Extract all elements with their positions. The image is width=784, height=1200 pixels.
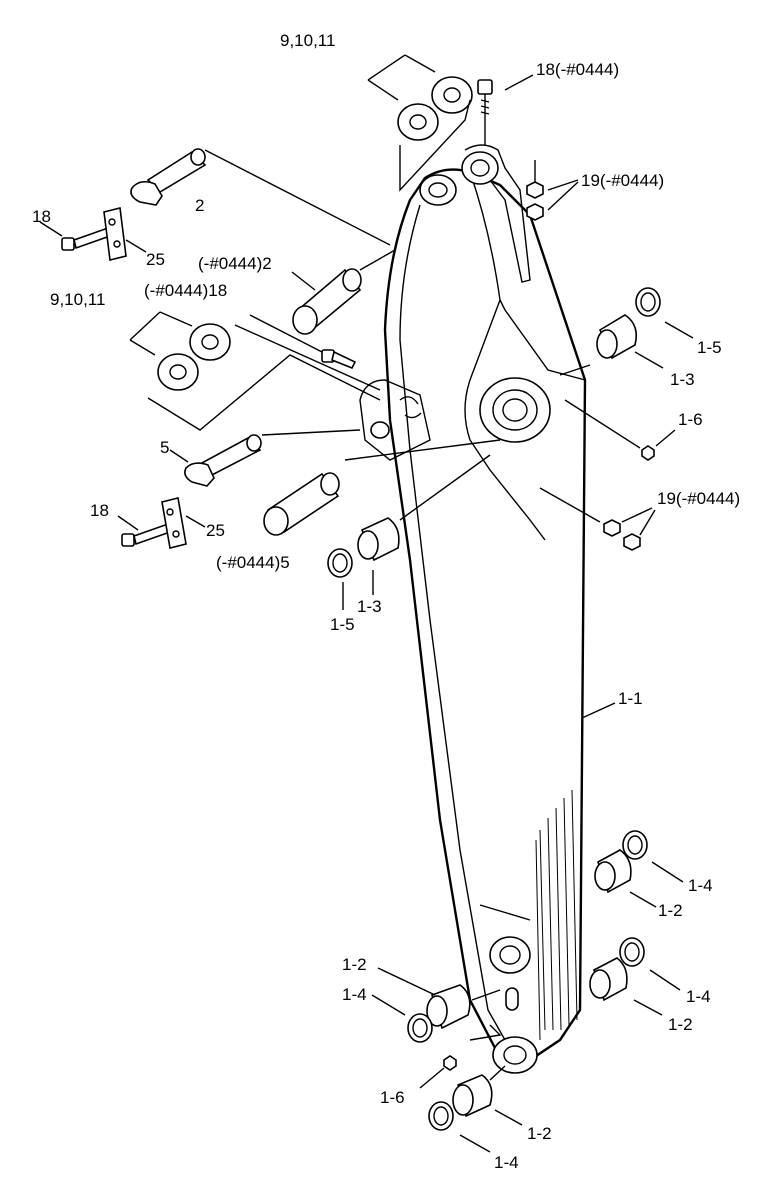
label-mid-nuts: 19(-#0444) xyxy=(657,489,740,508)
fitting-1-6-bottom xyxy=(419,1055,457,1089)
right-lower-bushings-lower xyxy=(589,937,681,1016)
bolt-18-alt xyxy=(249,314,357,370)
left-lower-bushings xyxy=(371,967,501,1043)
pin-2-alt xyxy=(291,249,396,335)
label-bushing-1-2-right-upper: 1-2 xyxy=(658,901,683,920)
label-ring-1-4-bottom: 1-4 xyxy=(494,1153,519,1172)
label-bushing-1-5-left: 1-5 xyxy=(330,615,355,634)
label-ring-1-4-right-lower: 1-4 xyxy=(686,987,711,1006)
bottom-bushings xyxy=(428,1065,523,1153)
label-plate-25-lower: 25 xyxy=(206,521,225,540)
right-upper-bushings xyxy=(559,287,694,376)
boom-leader xyxy=(581,702,616,719)
lower-bolt-plate xyxy=(117,497,206,549)
label-plate-25-upper: 25 xyxy=(146,250,165,269)
label-bolt-18-lower: 18 xyxy=(90,501,109,520)
right-lower-bushings-upper xyxy=(594,830,684,908)
label-pin-2-alt: (-#0444)2 xyxy=(198,254,272,273)
label-left-washers: 9,10,11 xyxy=(50,290,105,309)
label-bolt-18-upper: 18 xyxy=(32,207,51,226)
label-top-bolt: 18(-#0444) xyxy=(536,60,619,79)
label-fitting-1-6-right: 1-6 xyxy=(678,410,703,429)
label-bushing-1-2-left: 1-2 xyxy=(342,955,367,974)
label-ring-1-4-left: 1-4 xyxy=(342,985,367,1004)
top-washers xyxy=(367,54,473,192)
top-nuts xyxy=(526,160,579,221)
label-pin-2: 2 xyxy=(195,196,204,215)
left-washers xyxy=(129,311,381,431)
label-bushing-1-3-right: 1-3 xyxy=(670,370,695,389)
top-bolt xyxy=(477,74,534,145)
label-bushing-1-2-bottom: 1-2 xyxy=(527,1124,552,1143)
left-bushings xyxy=(327,454,491,610)
pin-5-alt xyxy=(263,439,501,536)
label-boom-1-1: 1-1 xyxy=(618,689,643,708)
label-bushing-1-5-right: 1-5 xyxy=(697,338,722,357)
label-ring-1-4-right-upper: 1-4 xyxy=(688,876,713,895)
label-pin-5: 5 xyxy=(160,438,169,457)
label-top-washers: 9,10,11 xyxy=(280,31,335,50)
ribs xyxy=(535,789,578,1041)
label-bushing-1-2-right-lower: 1-2 xyxy=(668,1015,693,1034)
label-bushing-1-3-left: 1-3 xyxy=(357,597,382,616)
label-pin-5-alt: (-#0444)5 xyxy=(216,553,290,572)
label-top-nuts: 19(-#0444) xyxy=(581,171,664,190)
label-fitting-1-6-bottom: 1-6 xyxy=(380,1088,405,1107)
fitting-1-6-right xyxy=(564,399,676,461)
pin-2 xyxy=(130,148,391,246)
boom-arm xyxy=(359,144,587,1074)
label-bolt-18-alt: (-#0444)18 xyxy=(144,281,227,300)
upper-bolt-plate xyxy=(39,207,147,261)
pin-5 xyxy=(169,429,361,487)
mid-nuts xyxy=(539,487,656,551)
